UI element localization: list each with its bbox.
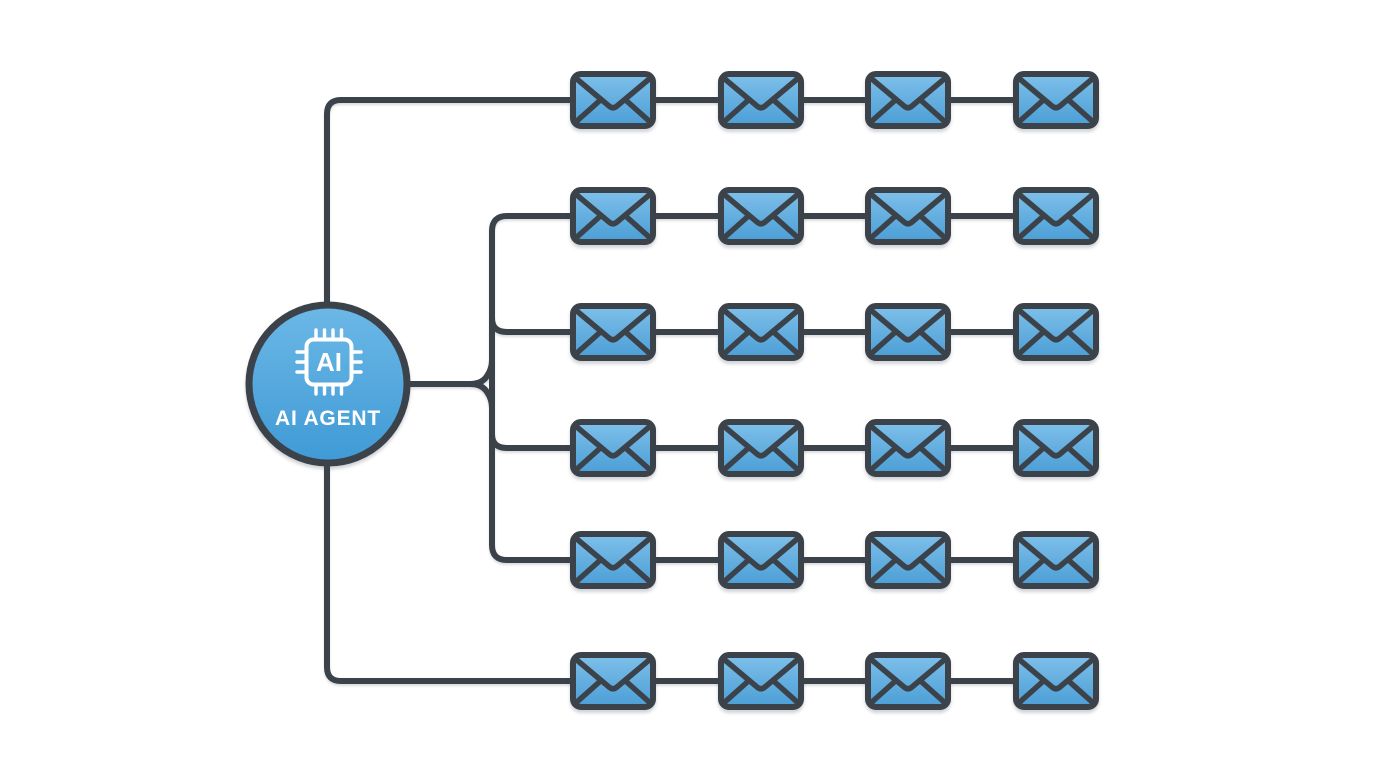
connector-lines	[324, 97, 1059, 684]
envelope-icon	[868, 74, 948, 126]
envelope-icon	[573, 306, 653, 358]
envelope-icon	[573, 190, 653, 242]
connector-row-1	[324, 97, 1059, 315]
connector-fork	[405, 357, 495, 411]
connector-row-6	[324, 452, 1059, 684]
envelope-icon	[1016, 655, 1096, 707]
envelope-icon	[573, 655, 653, 707]
envelope-icon	[721, 534, 801, 586]
envelope-icon	[1016, 190, 1096, 242]
agent-label: AI AGENT	[275, 407, 381, 430]
envelope-icon	[868, 190, 948, 242]
chip-text: AI	[316, 347, 342, 377]
connector-row-4	[489, 431, 1059, 451]
envelope-grid	[573, 74, 1096, 707]
ai-chip-icon	[295, 328, 363, 396]
envelope-icon	[868, 422, 948, 474]
envelope-icon	[573, 422, 653, 474]
envelope-icon	[868, 655, 948, 707]
envelope-icon	[721, 190, 801, 242]
connector-trunk-rows-2-5	[489, 213, 1059, 563]
envelope-icon	[721, 422, 801, 474]
ai-agent-node: AI AI AGENT	[245, 301, 411, 467]
envelope-icon	[1016, 534, 1096, 586]
envelope-icon	[721, 74, 801, 126]
envelope-icon	[868, 534, 948, 586]
envelope-icon	[1016, 306, 1096, 358]
envelope-icon	[721, 655, 801, 707]
envelope-icon	[573, 74, 653, 126]
envelope-icon	[573, 534, 653, 586]
connector-row-3	[489, 315, 1059, 335]
envelope-icon	[721, 306, 801, 358]
envelope-icon	[868, 306, 948, 358]
envelope-icon	[1016, 74, 1096, 126]
envelope-icon	[1016, 422, 1096, 474]
